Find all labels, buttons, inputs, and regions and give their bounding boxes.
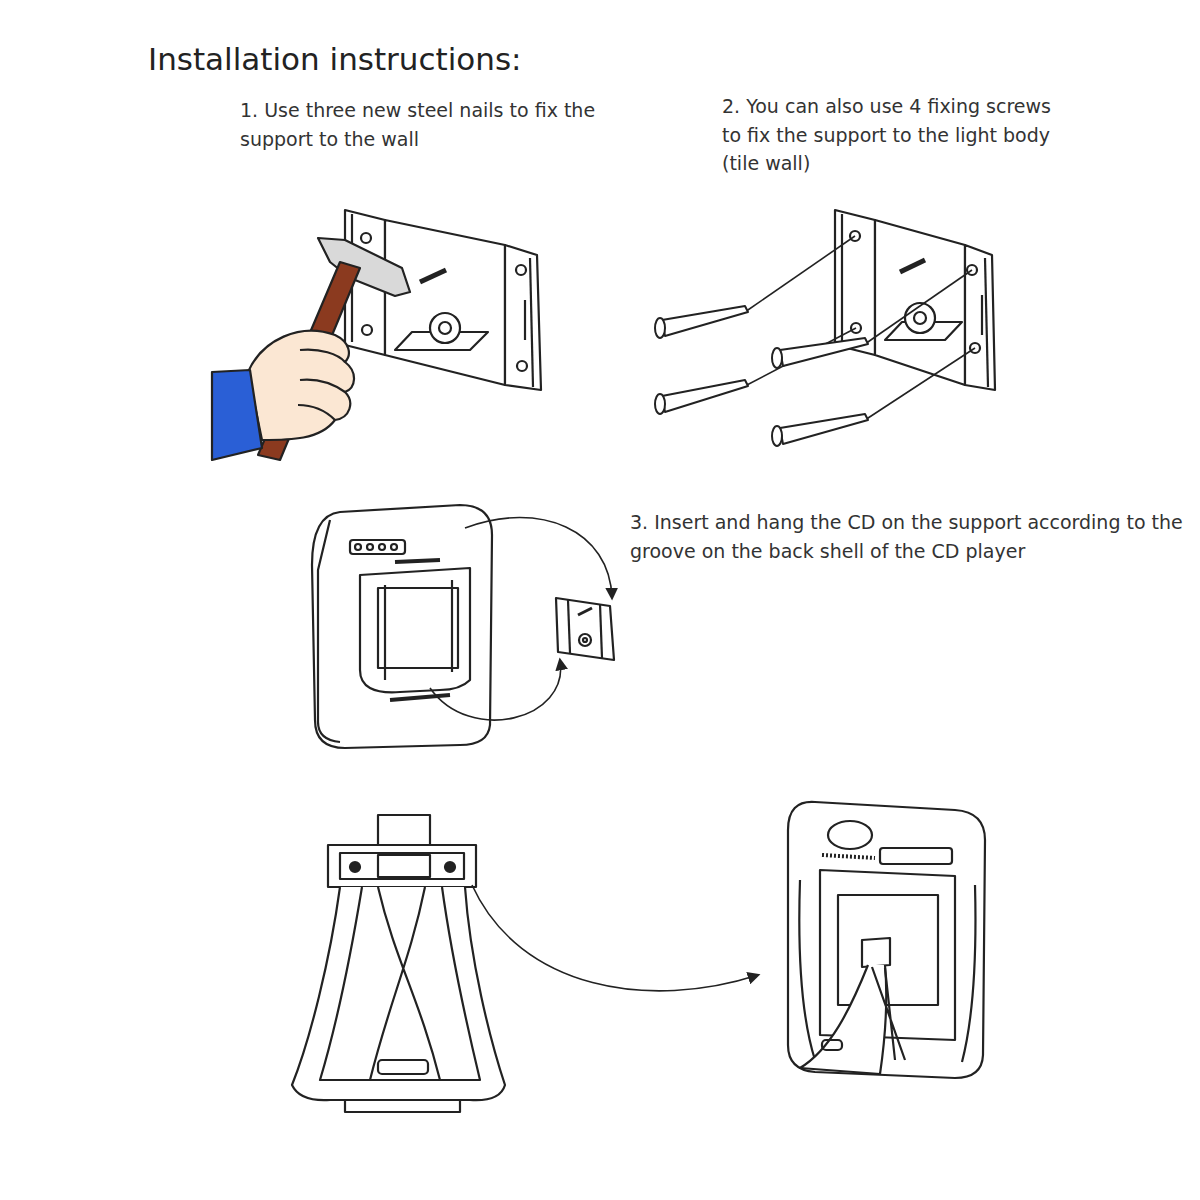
hang-arrow [465, 518, 612, 598]
hang-arrow [430, 660, 561, 720]
step-text: 2. You can also use 4 fixing screws to f… [722, 92, 1062, 178]
cd-player-back [312, 505, 492, 748]
screw-bracket [835, 210, 995, 390]
stand [292, 815, 505, 1112]
wall-bracket [345, 210, 541, 390]
hammer-hand [212, 238, 410, 460]
step-text: 3. Insert and hang the CD on the support… [630, 508, 1190, 565]
step-text: 1. Use three new steel nails to fix the … [240, 96, 600, 153]
attach-arrow [472, 885, 758, 991]
screws [655, 236, 975, 446]
cd-player-stand [788, 802, 985, 1078]
page-title: Installation instructions: [148, 36, 522, 83]
small-bracket [556, 598, 614, 660]
